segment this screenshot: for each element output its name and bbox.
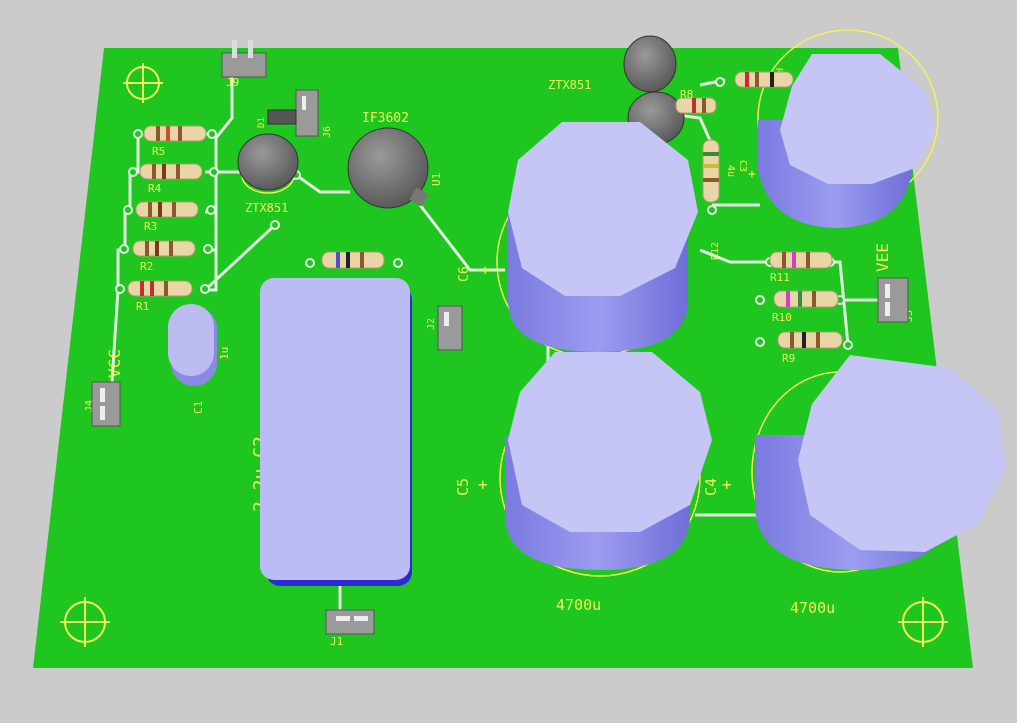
capacitor-C1: [168, 304, 217, 386]
label-c3-value: 4u: [725, 165, 736, 177]
label-c4-value: 4700u: [790, 599, 835, 617]
label-c4: C4: [702, 478, 720, 496]
label-c6: C6: [457, 266, 472, 282]
capacitor-C2: [260, 278, 412, 586]
label-c6-plus: +: [481, 263, 489, 279]
header-J1: [325, 609, 375, 635]
resistor-R12: [702, 139, 720, 203]
label-c5-value: 4700u: [556, 596, 601, 614]
transistor-Q2-top: [623, 35, 677, 93]
header-J4: [91, 381, 121, 427]
label-c5-plus: +: [478, 475, 488, 494]
label-d1: D1: [257, 117, 267, 128]
resistor-R11: [769, 251, 833, 269]
transistor-Q1: [237, 133, 299, 191]
resistor-R9: [777, 331, 843, 349]
resistor-R6: [321, 251, 385, 269]
label-c1-value: 1u: [218, 347, 231, 360]
label-c3-plus: +: [748, 167, 756, 182]
resistor-R8: [675, 97, 717, 114]
label-c5: C5: [454, 478, 472, 496]
label-q2: ZTX851: [548, 78, 591, 92]
header-J5: [877, 277, 909, 323]
resistor-R7: [734, 71, 794, 88]
label-r1: R1: [136, 300, 149, 313]
label-j5: J5: [904, 310, 915, 322]
mounting-hole-bottom-right: [898, 597, 948, 647]
label-c3: C3: [737, 160, 748, 172]
header-J9: [221, 40, 267, 78]
label-c4-plus: +: [722, 475, 732, 494]
resistor-R1: [127, 280, 193, 297]
mounting-hole-bottom-left: [60, 597, 110, 647]
header-J2: [437, 305, 463, 351]
capacitor-C4: [755, 355, 1006, 570]
label-q1: ZTX851: [245, 201, 288, 215]
resistor-R5: [143, 125, 207, 142]
mounting-hole-top-left: [123, 63, 163, 103]
capacitor-C5: [505, 352, 712, 570]
regulator-U1: [347, 127, 429, 209]
resistor-R3: [135, 201, 199, 218]
resistor-R2: [132, 240, 196, 257]
label-vcc: VCC: [105, 349, 124, 378]
label-r3: R3: [144, 220, 157, 233]
capacitor-C6: [508, 122, 698, 352]
label-r4: R4: [148, 182, 162, 195]
header-J6: [295, 89, 319, 137]
label-j6: J6: [322, 126, 333, 138]
label-r12: R12: [710, 242, 721, 260]
label-r11: R11: [770, 271, 790, 284]
label-u1-part: IF3602: [362, 111, 409, 126]
diode-D1: [267, 109, 297, 125]
label-j2: J2: [426, 318, 437, 330]
label-r2: R2: [140, 260, 153, 273]
capacitor-C3: [758, 54, 935, 228]
resistor-R10: [773, 290, 839, 308]
label-j1: J1: [330, 635, 343, 648]
label-j4: J4: [84, 400, 95, 412]
label-r5: R5: [152, 145, 165, 158]
label-c1: C1: [192, 401, 205, 414]
label-r9: R9: [782, 352, 795, 365]
label-r10: R10: [772, 311, 792, 324]
label-vee: VEE: [873, 243, 892, 272]
resistor-R4: [139, 163, 203, 180]
label-u1: U1: [430, 173, 443, 186]
label-j9: J9: [226, 76, 239, 89]
